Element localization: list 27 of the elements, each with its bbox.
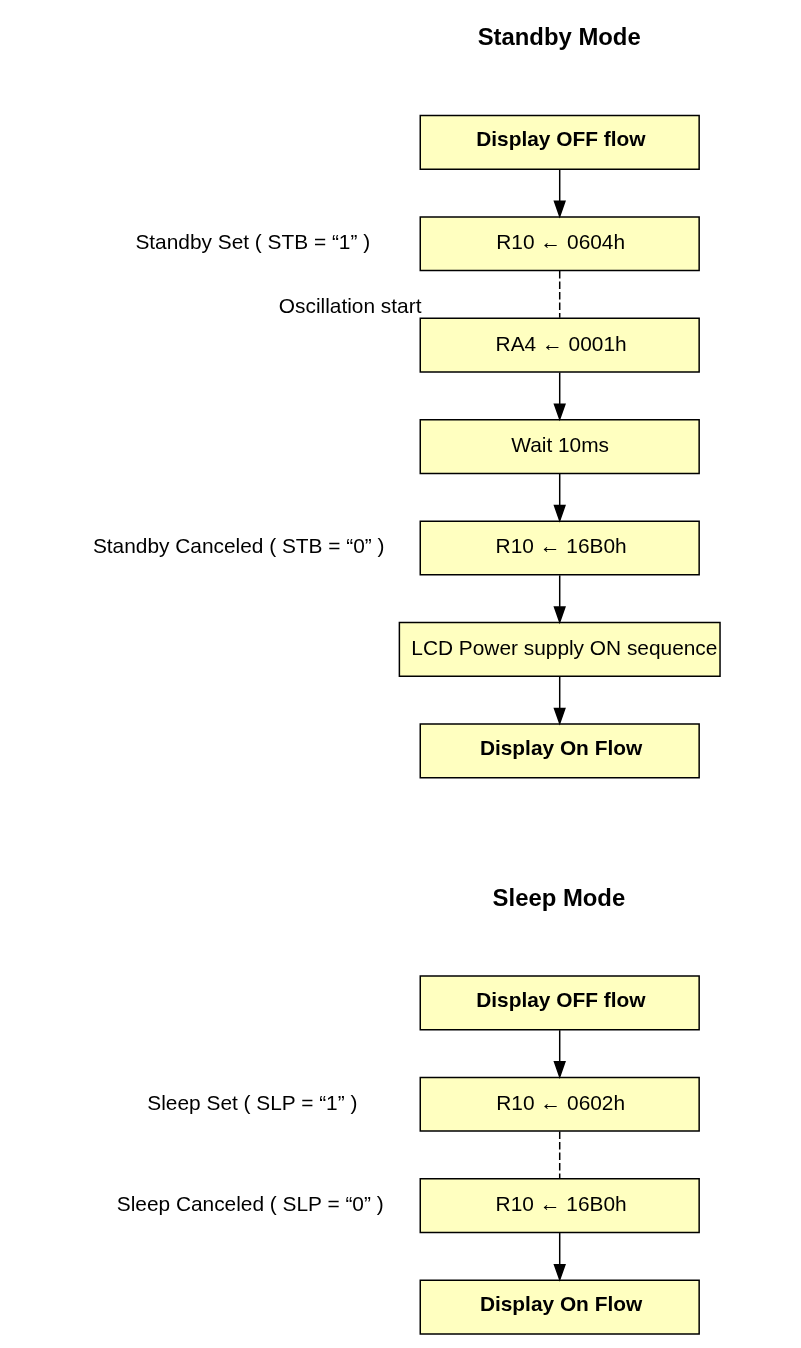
node-box: Display On Flow xyxy=(419,1279,700,1335)
label: Sleep Set ( SLP = “1” ) xyxy=(147,1090,358,1114)
label: Sleep Canceled ( SLP = “0” ) xyxy=(116,1192,384,1216)
node-box: Wait 10ms xyxy=(419,418,700,475)
node-box: Display OFF flow xyxy=(419,114,700,170)
arrow xyxy=(553,168,566,219)
label: Standby Set ( STB = “1” ) xyxy=(135,230,371,254)
connector xyxy=(558,1130,561,1179)
label: Sleep Mode xyxy=(492,883,626,911)
label: Standby Mode xyxy=(477,23,641,51)
node-label: Oscillation start xyxy=(278,293,422,317)
arrow xyxy=(553,371,566,422)
label: Standby Canceled ( STB = “0” ) xyxy=(92,534,385,558)
node-box: Display On Flow xyxy=(419,723,700,779)
arrow xyxy=(553,1029,566,1079)
arrow xyxy=(553,1232,566,1282)
arrow xyxy=(553,676,566,726)
arrow xyxy=(553,473,566,523)
node-box: Display OFF flow xyxy=(419,975,700,1031)
node-box: LCD Power supply ON sequence xyxy=(398,621,721,677)
node-box: RA4 ← 0001h xyxy=(419,317,700,373)
node-box: R10 ← 16B0h xyxy=(419,520,700,576)
connector xyxy=(558,270,561,319)
node-box: R10 ← 0602h xyxy=(419,1076,700,1132)
node-box: R10 ← 0604h xyxy=(419,216,700,272)
arrow xyxy=(553,574,566,625)
node-box: R10 ← 16B0h xyxy=(419,1178,700,1234)
